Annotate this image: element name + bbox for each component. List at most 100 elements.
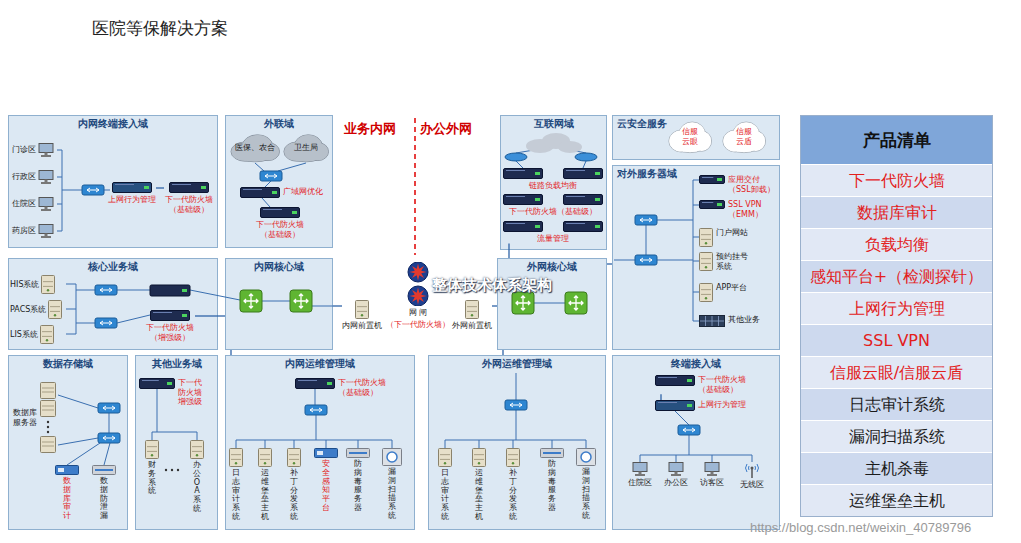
device-light (272, 191, 277, 194)
pc-stand (45, 234, 48, 237)
server-led (512, 462, 514, 464)
device-icon (240, 187, 280, 198)
label-holder: 办公外网 (420, 121, 472, 137)
wire (262, 301, 333, 306)
device-body (315, 449, 338, 458)
device-trim (298, 380, 317, 381)
device-body (564, 195, 603, 205)
device-node: 下一代防火墙（增强级） (145, 310, 195, 342)
pc-base (41, 182, 51, 184)
zone-panel: 外网运维管理域日志审计系统运维堡垒主机补丁分发系统防病毒服务器漏洞扫描系统 (428, 355, 606, 530)
product-item: 感知平台+（检测探针） (810, 267, 983, 286)
device-icon (260, 207, 300, 218)
link-line (660, 394, 661, 400)
device-node: 漏洞扫描系统 (576, 448, 596, 521)
device-trim (566, 223, 585, 224)
device-icon (382, 448, 402, 466)
server-body (473, 449, 486, 467)
server-led (705, 266, 707, 268)
zone-label: 业务内网 (344, 121, 396, 137)
device-caption: 数据库审计 (63, 477, 71, 521)
device-stripe (95, 469, 113, 471)
device-node: 数据防泄漏 (92, 465, 116, 521)
server-slots (260, 455, 270, 460)
device-node: 其他业务 (699, 315, 760, 327)
device-caption: PACS系统 (10, 305, 46, 315)
zone-title: 外网运维管理域 (429, 356, 605, 370)
device-body (56, 466, 79, 475)
device-icon (38, 224, 54, 238)
zone-divider (414, 118, 416, 255)
list-header: 产品清单 (801, 116, 992, 164)
device-caption: 住院区 (12, 199, 36, 209)
server-slots (192, 447, 202, 452)
device-caption: 其他业务 (728, 315, 760, 325)
zone-title: 终端接入域 (613, 356, 779, 370)
device-node: 补丁分发系统 (506, 448, 520, 522)
device-node: HIS系统 (10, 275, 55, 294)
device-trim (243, 189, 262, 190)
zone-title: 互联网域 (501, 116, 606, 130)
router-icon (575, 153, 597, 161)
device-trim (153, 312, 172, 313)
pc-stand (639, 472, 642, 475)
device-body (261, 208, 300, 218)
switch-icon (98, 403, 120, 413)
pc-screen (669, 463, 683, 472)
device-icon (169, 182, 209, 193)
server-body (700, 229, 713, 247)
device-trim (702, 202, 713, 203)
device-trim (506, 196, 525, 197)
device-stripe (349, 452, 367, 454)
wire (640, 411, 752, 462)
core-switch-icon (565, 292, 587, 314)
core-switch-icon (512, 292, 534, 314)
device-trim (506, 170, 525, 171)
device-trim (115, 184, 134, 185)
device-caption: 门户网站 (716, 228, 748, 238)
link-line (607, 263, 612, 264)
device-icon (112, 182, 152, 193)
device-caption: 无线区 (740, 480, 764, 490)
wire (255, 163, 306, 207)
device-caption: 漏洞扫描系统 (388, 468, 396, 521)
device-icon (40, 325, 54, 344)
switch-icon (678, 425, 700, 435)
device-light (201, 186, 206, 189)
device-node: 住院区 (628, 462, 652, 488)
switch-icon (82, 185, 104, 195)
device-caption: 应用交付（SSL卸载） (728, 175, 778, 194)
pc-screen (39, 198, 53, 207)
wire-lines (57, 149, 752, 465)
device-caption: 日志审计系统 (232, 469, 240, 522)
zone-label: 办公外网 (420, 121, 472, 137)
zone-title: 核心业务域 (9, 259, 217, 273)
device-body (656, 376, 695, 386)
device-light (595, 172, 600, 175)
device-node: 财务系统 (145, 440, 159, 496)
server-led (235, 462, 237, 464)
product-row: 下一代防火墙 (801, 165, 992, 196)
device-trim (658, 377, 677, 378)
device-caption: 数据防泄漏 (100, 477, 108, 521)
device-node: 下一代防火墙（基础级） (295, 378, 388, 397)
device-caption: 内网前置机 (342, 321, 382, 331)
server-led (196, 454, 198, 456)
device-icon (150, 310, 190, 321)
zone-panel: 其他业务域下一代防火墙增强级财务系统办公OA系统 (135, 355, 218, 530)
device-icon (699, 228, 713, 247)
server-slots (467, 307, 477, 312)
device-light (292, 211, 297, 214)
server-body (507, 449, 520, 467)
server-body (466, 301, 479, 319)
device-icon (229, 448, 243, 467)
rack-grid (700, 316, 724, 326)
device-node: 下一代防火墙（基础级） (655, 375, 748, 394)
pc-screen (39, 225, 53, 234)
router-icon (505, 153, 527, 161)
device-icon (258, 448, 272, 467)
device-caption: 网 闸 (409, 308, 428, 318)
server-slots (42, 388, 54, 392)
wire (58, 395, 110, 465)
device-caption: HIS系统 (10, 280, 39, 290)
